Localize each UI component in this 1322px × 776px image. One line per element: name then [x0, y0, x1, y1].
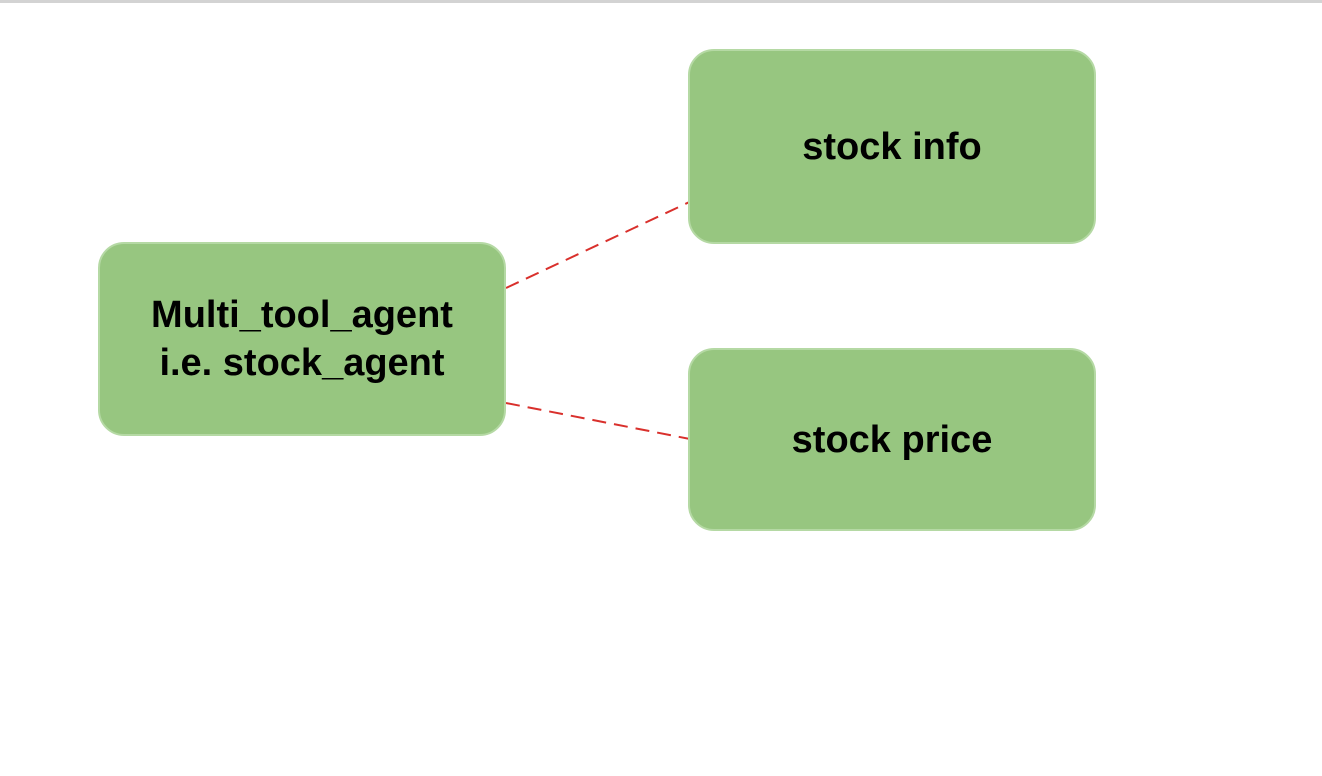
- node-multi-tool-agent-line2: i.e. stock_agent: [159, 342, 445, 384]
- top-border: [0, 0, 1322, 3]
- node-stock-info-label: stock info: [802, 125, 982, 168]
- node-stock-price[interactable]: stock price: [688, 348, 1096, 531]
- node-stock-info[interactable]: stock info: [688, 49, 1096, 244]
- node-stock-price-label: stock price: [791, 418, 993, 461]
- node-multi-tool-agent-line1: Multi_tool_agent: [151, 294, 453, 336]
- edge-main-to-stock-info: [505, 197, 699, 289]
- node-multi-tool-agent[interactable]: Multi_tool_agent i.e. stock_agent: [98, 242, 506, 436]
- edge-main-to-stock-price: [505, 402, 691, 440]
